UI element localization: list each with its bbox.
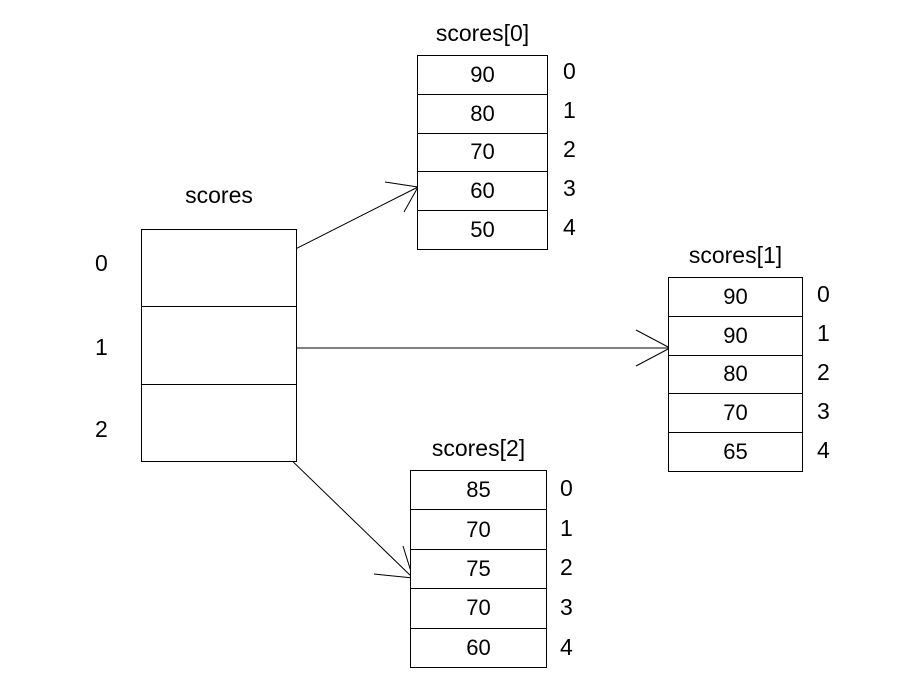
scores-2-array[interactable]: 85 70 75 70 60 [410, 470, 547, 668]
scores-0-index-0: 0 [563, 58, 576, 84]
root-array-index-1: 1 [95, 334, 108, 360]
scores-1-title: scores[1] [688, 242, 783, 268]
scores-1-cell-4[interactable]: 65 [723, 439, 748, 465]
scores-1-cell-2[interactable]: 80 [669, 356, 802, 395]
scores-2-index-0: 0 [560, 475, 573, 501]
scores-1-array[interactable]: 90 90 80 70 65 [668, 277, 803, 472]
scores-2-cell-1[interactable]: 70 [411, 510, 546, 550]
scores-2-cell-3[interactable]: 70 [411, 589, 546, 629]
root-array-cell-1[interactable] [142, 307, 296, 385]
scores-2-index-2: 2 [560, 554, 573, 580]
scores-0-cell-0[interactable]: 90 [418, 56, 547, 95]
root-array-title: scores [185, 182, 253, 208]
root-array-index-2: 2 [95, 416, 108, 442]
scores-0-cell-4[interactable]: 50 [470, 217, 495, 243]
root-array[interactable] [141, 229, 297, 462]
scores-2-index-1: 1 [560, 515, 573, 541]
scores-2-index-3: 3 [560, 594, 573, 620]
pointer-1-to-scores1 [250, 329, 671, 367]
scores-0-cell-2[interactable]: 70 [418, 134, 547, 173]
scores-1-index-2: 2 [817, 359, 830, 385]
root-array-cell-2[interactable] [142, 385, 296, 461]
scores-0-cell-1[interactable]: 80 [418, 95, 547, 134]
scores-0-cell-3[interactable]: 60 [418, 172, 547, 212]
scores-0-index-2: 2 [563, 136, 576, 162]
scores-2-cell-4[interactable]: 60 [466, 634, 491, 660]
scores-1-cell-1[interactable]: 90 [669, 317, 802, 356]
scores-1-cell-3[interactable]: 70 [669, 394, 802, 434]
scores-2-cell-2[interactable]: 75 [411, 550, 546, 590]
scores-0-index-3: 3 [563, 175, 576, 201]
scores-2-index-4: 4 [560, 634, 573, 660]
scores-2-cell-0[interactable]: 85 [411, 471, 546, 511]
scores-1-index-3: 3 [817, 398, 830, 424]
scores-0-title: scores[0] [435, 20, 530, 46]
scores-1-index-4: 4 [817, 437, 830, 463]
scores-1-cell-0[interactable]: 90 [669, 278, 802, 317]
scores-0-array[interactable]: 90 80 70 60 50 [417, 55, 548, 250]
root-array-index-0: 0 [95, 250, 108, 276]
scores-0-index-4: 4 [563, 214, 576, 240]
scores-2-title: scores[2] [431, 435, 526, 461]
scores-1-index-1: 1 [817, 320, 830, 346]
root-array-cell-0[interactable] [142, 230, 296, 308]
scores-1-index-0: 0 [817, 281, 830, 307]
scores-0-index-1: 1 [563, 97, 576, 123]
